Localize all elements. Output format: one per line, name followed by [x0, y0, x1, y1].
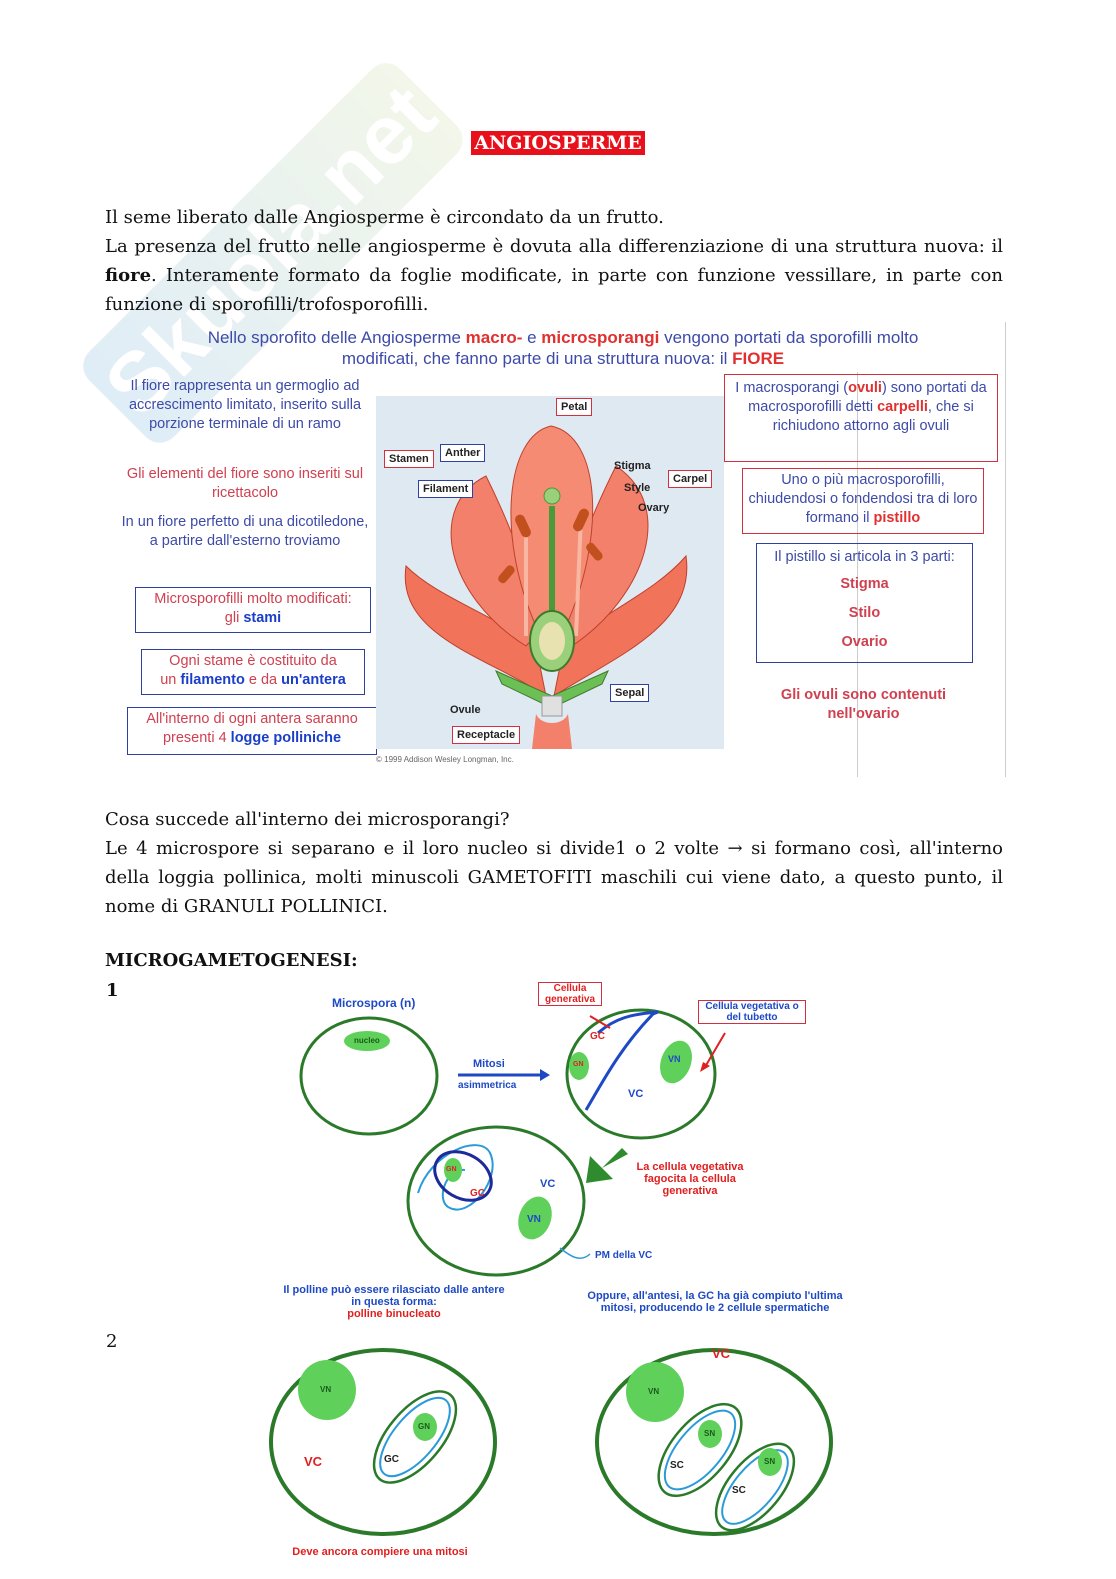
mid-paragraph: Cosa succede all'interno dei microsporan…: [105, 805, 1003, 921]
part-stigma: Stigma: [840, 576, 889, 592]
label-nucleo: nucleo: [354, 1036, 380, 1045]
diagram-shapes: [299, 1008, 726, 1277]
label-gn-2: GN: [446, 1166, 457, 1173]
label-vn-3: VN: [320, 1385, 332, 1394]
step-number-1: 1: [106, 980, 119, 1001]
copyright: © 1999 Addison Wesley Longman, Inc.: [376, 755, 514, 764]
label-vc-4: VC: [712, 1346, 731, 1361]
left-note-1: Il fiore rappresenta un germoglio ad acc…: [128, 378, 362, 432]
label-cellula-generativa: Cellula generativa: [538, 982, 602, 1006]
intro-line-1: Il seme liberato dalle Angiosperme è cir…: [105, 207, 664, 228]
label-gc-1: GC: [590, 1031, 605, 1042]
slide-title-line-1: Nello sporofito delle Angiosperme macro-…: [207, 328, 919, 347]
label-vc-1: VC: [628, 1088, 644, 1100]
box-ovuli: I macrosporangi (ovuli) sono portati da …: [724, 374, 998, 462]
label-vn-1: VN: [668, 1054, 681, 1064]
label-mitosi: Mitosi: [473, 1058, 505, 1070]
pollen-shapes: [269, 1348, 833, 1536]
page-title: ANGIOSPERME: [0, 131, 1116, 155]
deve-note: Deve ancora compiere una mitosi: [292, 1546, 468, 1558]
slide-border: [1005, 322, 1006, 777]
left-note-2: Gli elementi del fiore sono inseriti sul…: [126, 466, 364, 501]
mid-question: Cosa succede all'interno dei microsporan…: [105, 809, 510, 830]
step-number-2: 2: [106, 1331, 118, 1352]
box-stami: Microsporofilli molto modificati: gli st…: [135, 587, 371, 633]
slide-divider: [857, 372, 858, 777]
label-filament: Filament: [418, 480, 474, 498]
label-gn-1: GN: [573, 1061, 584, 1068]
label-vc-2: VC: [540, 1178, 556, 1190]
intro-line-2: La presenza del frutto nelle angiosperme…: [105, 236, 1003, 315]
label-vn-2: VN: [527, 1214, 541, 1225]
slide-title-line-2: modificati, che fanno parte di una strut…: [341, 349, 785, 368]
box-logge: All'interno di ogni antera saranno prese…: [127, 707, 377, 755]
pistillo-parti-heading: Il pistillo si articola in 3 parti:: [774, 549, 955, 565]
box-pistillo: Uno o più macrosporofilli, chiudendosi o…: [742, 468, 984, 534]
label-petal: Petal: [556, 398, 593, 416]
label-gn-3: GN: [418, 1422, 430, 1431]
label-sepal: Sepal: [610, 684, 650, 702]
left-note-3: In un fiore perfetto di una dicotiledone…: [121, 514, 369, 549]
label-receptacle: Receptacle: [452, 726, 521, 744]
label-pm: PM della VC: [595, 1250, 653, 1261]
flower-illustration: [404, 425, 688, 749]
oppure-note: Oppure, all'antesi, la GC ha già compiut…: [587, 1290, 843, 1314]
label-vn-4: VN: [648, 1387, 660, 1396]
box-filamento-antera: Ogni stame è costituito da un filamento …: [141, 649, 365, 695]
label-ovule: Ovule: [450, 704, 481, 716]
part-ovario: Ovario: [841, 634, 888, 650]
mid-text: Le 4 microspore si separano e il loro nu…: [105, 838, 1003, 917]
label-sn-2: SN: [764, 1457, 776, 1466]
label-carpel: Carpel: [668, 470, 713, 488]
box-pistillo-parti: Il pistillo si articola in 3 parti: Stig…: [756, 543, 973, 663]
polline-note: Il polline può essere rilasciato dalle a…: [283, 1284, 505, 1320]
flower-diagram: Petal Stamen Anther Filament Stigma Styl…: [376, 396, 724, 749]
label-anther: Anther: [440, 444, 486, 462]
label-asimmetrica: asimmetrica: [458, 1080, 517, 1091]
label-microspora: Microspora (n): [332, 996, 416, 1010]
label-fagocita: La cellula vegetativa fagocita la cellul…: [636, 1161, 744, 1197]
label-gc-2: GC: [470, 1188, 485, 1199]
label-gc-3: GC: [384, 1454, 399, 1465]
flower-slide: Nello sporofito delle Angiosperme macro-…: [120, 322, 1006, 777]
intro-paragraph: Il seme liberato dalle Angiosperme è cir…: [105, 203, 1003, 319]
label-ovary: Ovary: [638, 502, 670, 514]
fiore-bold: fiore: [105, 265, 152, 286]
label-style: Style: [624, 482, 651, 494]
part-stilo: Stilo: [848, 605, 881, 621]
label-stigma: Stigma: [614, 460, 651, 472]
label-sc-2: SC: [732, 1485, 746, 1496]
pollen-forms-diagram: VN GN VC GC VC VN SN SN SC SC Deve ancor…: [260, 1342, 850, 1572]
microgametogenesis-diagram: Microspora (n) nucleo Mitosi asimmetrica…: [270, 978, 870, 1338]
ovuli-note: Gli ovuli sono contenuti nell'ovario: [780, 687, 947, 722]
page-title-text: ANGIOSPERME: [471, 131, 645, 155]
label-sc-1: SC: [670, 1460, 684, 1471]
label-cellula-vegetativa: Cellula vegetativa o del tubetto: [698, 1000, 806, 1024]
label-vc-3: VC: [304, 1454, 323, 1469]
label-sn-1: SN: [704, 1429, 716, 1438]
label-stamen: Stamen: [384, 450, 434, 468]
microgametogenesi-heading: MICROGAMETOGENESI:: [105, 950, 358, 971]
